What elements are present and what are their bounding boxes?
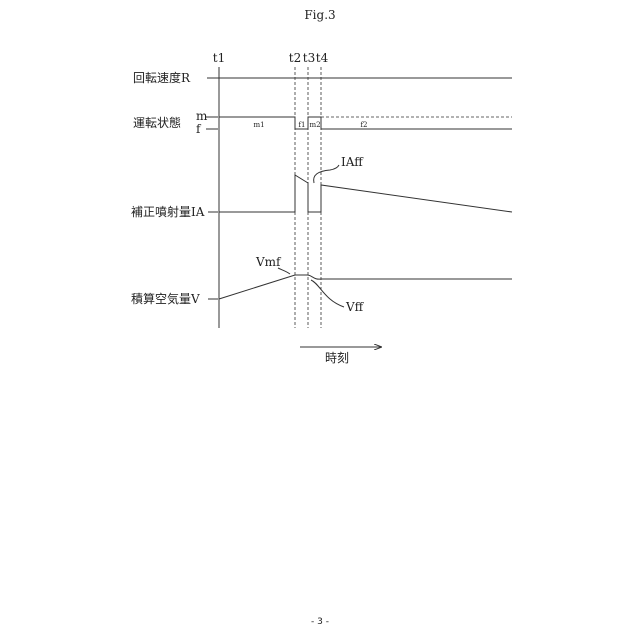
rotation-speed-label: 回転速度R bbox=[133, 70, 191, 85]
vff-annotation: Vff bbox=[345, 300, 365, 314]
operating-state-label: 運転状態 bbox=[133, 115, 181, 130]
integrated-air-trace bbox=[308, 275, 512, 279]
integrated-air-label: 積算空気量V bbox=[131, 291, 200, 306]
segment-m2: m2 bbox=[309, 121, 320, 129]
vff-leader bbox=[311, 280, 344, 307]
time-marker-t3: t3 bbox=[303, 51, 315, 65]
corrected-injection-trace bbox=[219, 175, 512, 212]
vmf-annotation: Vmf bbox=[255, 255, 282, 269]
segment-m1: m1 bbox=[253, 121, 264, 129]
segment-f1: f1 bbox=[298, 121, 305, 129]
page-number: - 3 - bbox=[0, 617, 640, 627]
segment-f2: f2 bbox=[360, 121, 367, 129]
iaff-annotation: IAff bbox=[341, 155, 364, 169]
state-level-m: m bbox=[196, 109, 208, 123]
iaff-leader bbox=[314, 165, 339, 183]
time-marker-t2: t2 bbox=[289, 51, 301, 65]
time-marker-t1: t1 bbox=[213, 51, 225, 65]
state-level-f: f bbox=[196, 122, 202, 136]
time-marker-t4: t4 bbox=[316, 51, 329, 65]
corrected-injection-label: 補正噴射量IA bbox=[131, 204, 205, 219]
time-axis-label: 時刻 bbox=[325, 351, 349, 365]
